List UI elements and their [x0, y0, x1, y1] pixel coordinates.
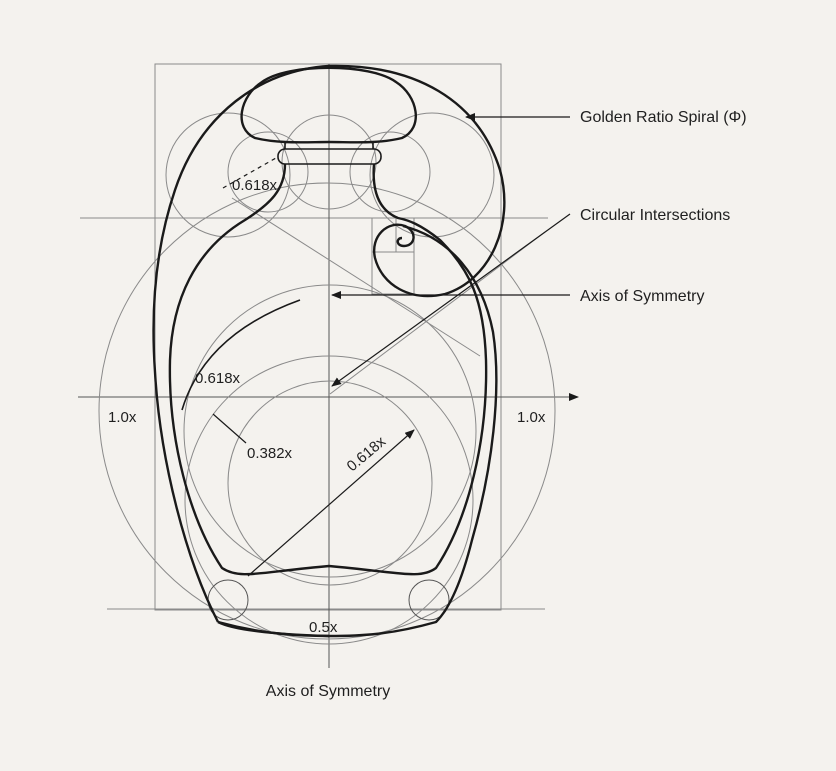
- construction-guides: [78, 63, 579, 668]
- neck-circle-center: [281, 114, 377, 210]
- lower-construction-circle: [184, 355, 474, 645]
- outer-construction-circle: [98, 182, 556, 640]
- circular-intersections-label: Circular Intersections: [580, 207, 730, 224]
- inner-shoulder-curve: [181, 299, 301, 411]
- intersections-callout-arrow: [331, 213, 571, 387]
- golden-spiral-label: Golden Ratio Spiral (Φ): [580, 109, 747, 126]
- diagonal-guide: [231, 197, 481, 357]
- dimension-annotations: 0.618x 0.618x 1.0x 1.0x 0.382x 0.618x 0.…: [108, 157, 546, 636]
- mid-construction-circle: [183, 284, 477, 578]
- neck-ratio-label: 0.618x: [232, 177, 278, 194]
- neck-circle-small-left: [227, 131, 309, 213]
- bottle-inner-body: [168, 163, 488, 576]
- axis-symmetry-bottom-label: Axis of Symmetry: [266, 683, 390, 700]
- diagonal-ratio-label: 0.618x: [344, 433, 390, 475]
- bounding-rectangle: [154, 63, 502, 611]
- neck-circle-small-right: [349, 131, 431, 213]
- neck-circle-left: [165, 112, 291, 238]
- bottle-base-curve: [217, 620, 330, 638]
- callouts: Golden Ratio Spiral (Φ) Circular Interse…: [266, 109, 747, 700]
- inner-radius-label: 0.382x: [247, 445, 293, 462]
- inner-construction-circle: [227, 380, 433, 586]
- diagonal-dimension-line: [247, 429, 415, 577]
- left-width-label: 1.0x: [108, 409, 137, 426]
- left-ratio-label: 0.618x: [195, 370, 241, 387]
- right-width-label: 1.0x: [517, 409, 546, 426]
- foot-circle-right: [408, 579, 450, 621]
- diagonal-guide-2: [329, 231, 546, 395]
- inner-radius-tick: [212, 413, 247, 444]
- neck-ratio-leader: [222, 157, 277, 189]
- axis-symmetry-right-label: Axis of Symmetry: [580, 288, 704, 305]
- stopper-band: [277, 148, 382, 165]
- spiral-subdivision-rect: [371, 217, 415, 295]
- base-width-label: 0.5x: [309, 619, 338, 636]
